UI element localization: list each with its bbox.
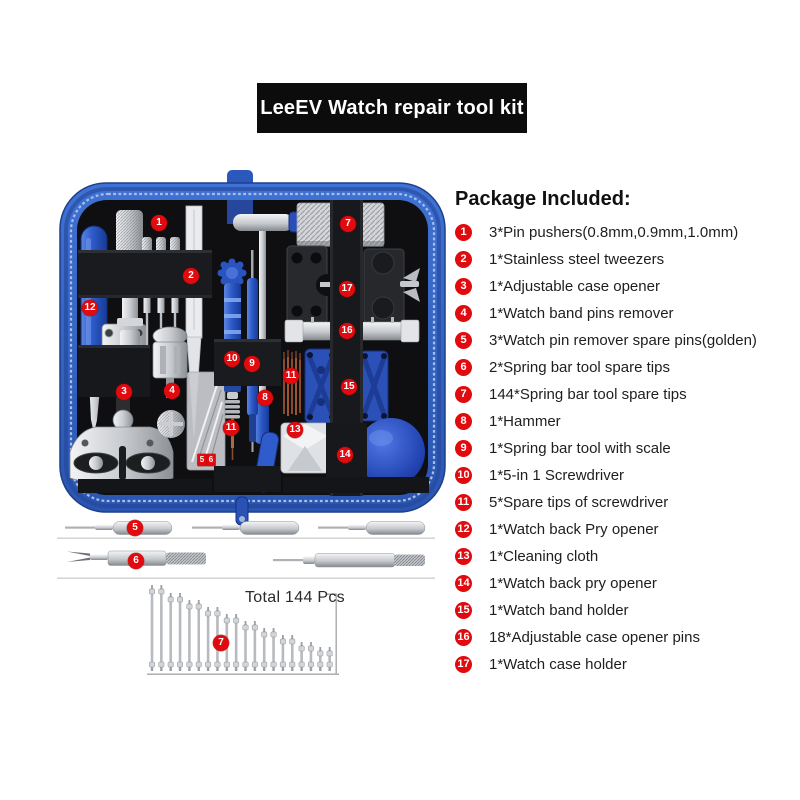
package-list-item: 10 1*5-in 1 Screwdriver — [455, 462, 795, 489]
item-text: 5*Spare tips of screwdriver — [489, 494, 669, 511]
item-text: 1*Stainless steel tweezers — [489, 251, 665, 268]
item-text: 3*Watch pin remover spare pins(golden) — [489, 332, 757, 349]
item-number-badge: 11 — [455, 494, 472, 511]
package-list-item: 11 5*Spare tips of screwdriver — [455, 489, 795, 516]
item-number-badge: 2 — [455, 251, 472, 268]
item-number-badge: 15 — [455, 602, 472, 619]
spring-bars-chart — [147, 585, 339, 675]
divider-line-1 — [57, 537, 435, 539]
item-number-badge: 10 — [455, 467, 472, 484]
item-text: 1*Watch band holder — [489, 602, 629, 619]
bracket-tick — [327, 593, 337, 595]
package-list-item: 12 1*Watch back Pry opener — [455, 516, 795, 543]
item-text: 1*Adjustable case opener — [489, 278, 660, 295]
item-number-badge: 4 — [455, 305, 472, 322]
item-text: 2*Spring bar tool spare tips — [489, 359, 670, 376]
product-photo — [57, 170, 446, 675]
watch-case-holder — [286, 245, 420, 325]
item-text: 1*Watch back pry opener — [489, 575, 657, 592]
zipper-teeth — [69, 192, 436, 503]
package-list-item: 9 1*Spring bar tool with scale — [455, 435, 795, 462]
package-list-item: 8 1*Hammer — [455, 408, 795, 435]
item-text: 1*Hammer — [489, 413, 561, 430]
item-text: 1*5-in 1 Screwdriver — [489, 467, 625, 484]
divider-line-2 — [57, 577, 435, 579]
elastic-straps-right — [78, 200, 429, 496]
item-number-badge: 3 — [455, 278, 472, 295]
zipper-pull — [235, 496, 249, 526]
package-list-item: 2 1*Stainless steel tweezers — [455, 246, 795, 273]
package-list-item: 3 1*Adjustable case opener — [455, 273, 795, 300]
baseline — [147, 673, 339, 675]
bracket-vertical — [335, 594, 337, 674]
package-list-item: 16 18*Adjustable case opener pins — [455, 624, 795, 651]
item-number-badge: 17 — [455, 656, 472, 673]
item-text: 1*Cleaning cloth — [489, 548, 599, 565]
watch-band-holder — [304, 348, 389, 424]
item-text: 18*Adjustable case opener pins — [489, 629, 700, 646]
package-list-item: 5 3*Watch pin remover spare pins(golden) — [455, 327, 795, 354]
item-text: 1*Watch band pins remover — [489, 305, 674, 322]
package-list-item: 7 144*Spring bar tool spare tips — [455, 381, 795, 408]
brand-title: LeeEV Watch repair tool kit — [260, 96, 524, 119]
item-number-badge: 1 — [455, 224, 472, 241]
item-number-badge: 16 — [455, 629, 472, 646]
item-number-badge: 12 — [455, 521, 472, 538]
package-list-item: 14 1*Watch back pry opener — [455, 570, 795, 597]
spare-pins-box — [186, 371, 226, 471]
package-list-item: 15 1*Watch band holder — [455, 597, 795, 624]
item-number-badge: 6 — [455, 359, 472, 376]
package-list-item: 4 1*Watch band pins remover — [455, 300, 795, 327]
item-text: 1*Watch case holder — [489, 656, 627, 673]
cleaning-cloth — [280, 422, 330, 474]
item-number-badge: 14 — [455, 575, 472, 592]
package-list-item: 17 1*Watch case holder — [455, 651, 795, 678]
spring-bar-tips-row — [67, 550, 425, 568]
elastic-straps-middle — [214, 339, 281, 492]
package-included-heading: Package Included: — [455, 188, 631, 210]
item-number-badge: 8 — [455, 413, 472, 430]
item-number-badge: 7 — [455, 386, 472, 403]
package-list-item: 6 2*Spring bar tool spare tips — [455, 354, 795, 381]
item-text: 1*Watch back Pry opener — [489, 521, 659, 538]
pin-pushers-row — [65, 521, 426, 535]
brand-title-banner: LeeEV Watch repair tool kit — [257, 83, 527, 133]
item-text: 3*Pin pushers(0.8mm,0.9mm,1.0mm) — [489, 224, 739, 241]
total-pcs-label: Total 144 Pcs — [245, 589, 345, 606]
item-number-badge: 9 — [455, 440, 472, 457]
item-number-badge: 5 — [455, 332, 472, 349]
item-number-badge: 13 — [455, 548, 472, 565]
pry-opener-ball — [357, 418, 425, 486]
item-text: 1*Spring bar tool with scale — [489, 440, 671, 457]
package-list-item: 1 3*Pin pushers(0.8mm,0.9mm,1.0mm) — [455, 219, 795, 246]
item-text: 144*Spring bar tool spare tips — [489, 386, 687, 403]
package-list: 1 3*Pin pushers(0.8mm,0.9mm,1.0mm) 2 1*Stai… — [455, 219, 795, 678]
package-list-item: 13 1*Cleaning cloth — [455, 543, 795, 570]
